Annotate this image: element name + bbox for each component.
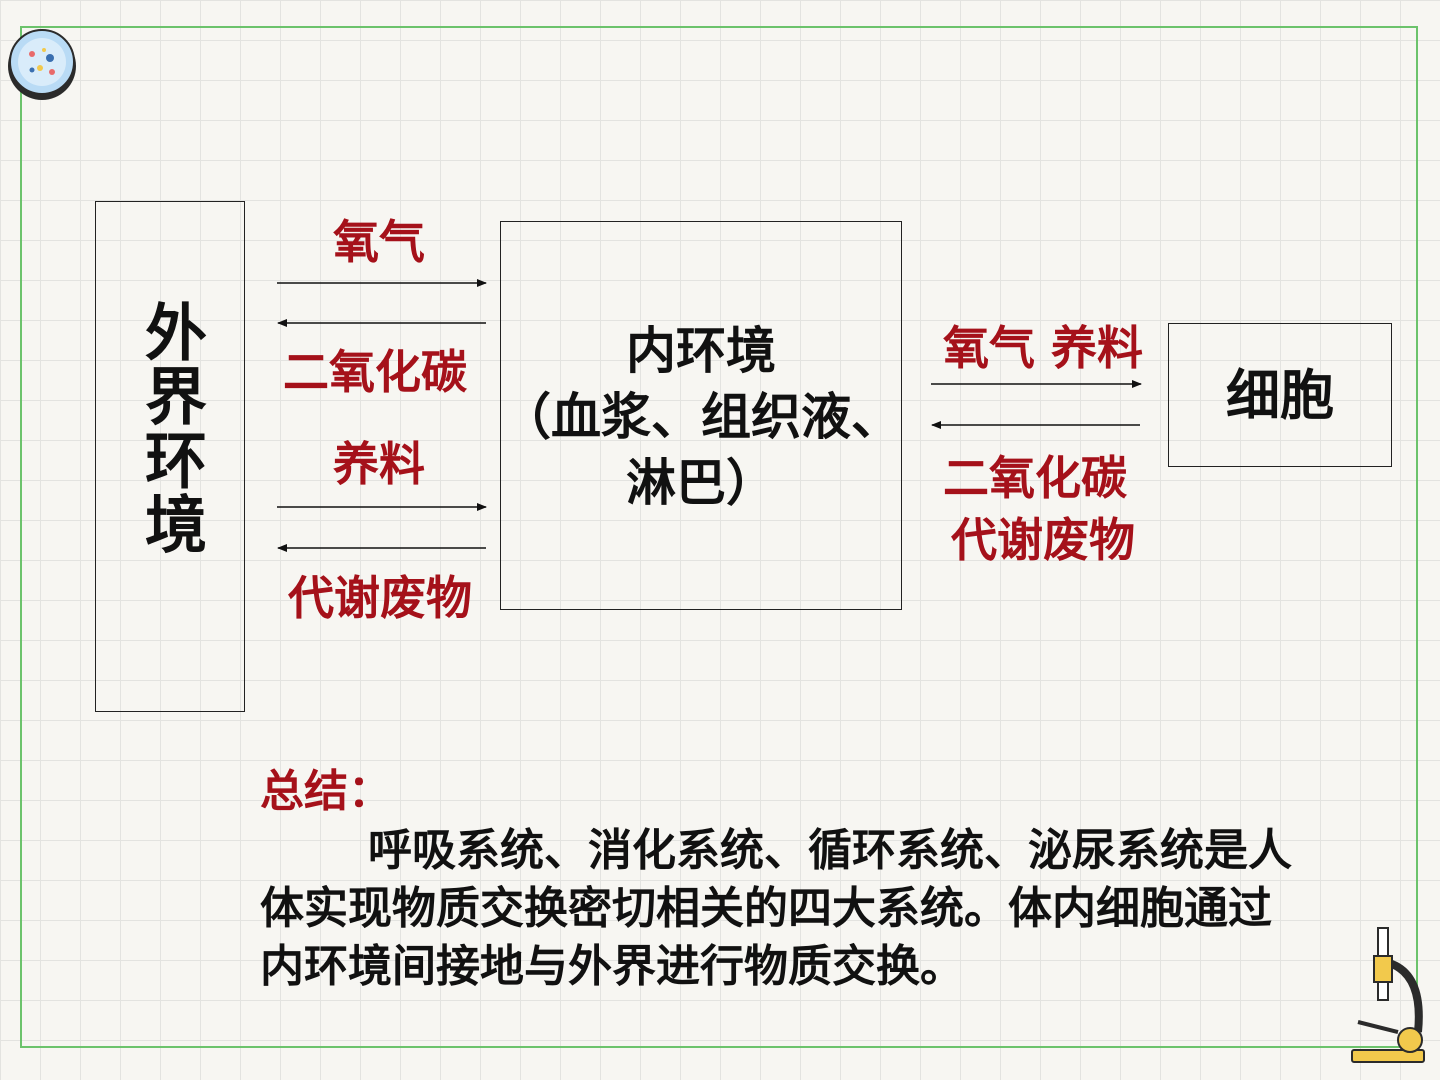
summary-body: 呼吸系统、消化系统、循环系统、泌尿系统是人体实现物质交换密切相关的四大系统。体内…	[260, 825, 1292, 992]
oxygen-nutrients-label-right: 氧气 养料	[943, 321, 1144, 375]
waste-label-right: 代谢废物	[951, 513, 1135, 567]
microscope-icon	[1351, 927, 1425, 1063]
inner-environment-line3: 淋巴）	[626, 453, 776, 512]
cell-label: 细胞	[1226, 363, 1334, 427]
outer-environment-box	[95, 201, 245, 712]
cell-box	[1168, 323, 1392, 467]
outer-environment-label: 外界环境	[134, 300, 207, 556]
oxygen-label-left: 氧气	[333, 215, 425, 269]
petri-dish-icon	[8, 29, 76, 100]
nutrients-label-left: 养料	[333, 437, 425, 491]
inner-environment-box	[500, 221, 902, 610]
inner-environment-label: 内环境 （血浆、组织液、 淋巴）	[500, 318, 902, 516]
co2-label-right: 二氧化碳	[943, 451, 1127, 505]
co2-label-left: 二氧化碳	[283, 345, 467, 399]
waste-label-left: 代谢废物	[288, 571, 472, 625]
slide-frame	[20, 26, 1418, 1048]
inner-environment-line1: 内环境	[626, 321, 776, 380]
inner-environment-line2: （血浆、组织液、	[501, 387, 901, 446]
summary-title: 总结：	[260, 766, 392, 817]
